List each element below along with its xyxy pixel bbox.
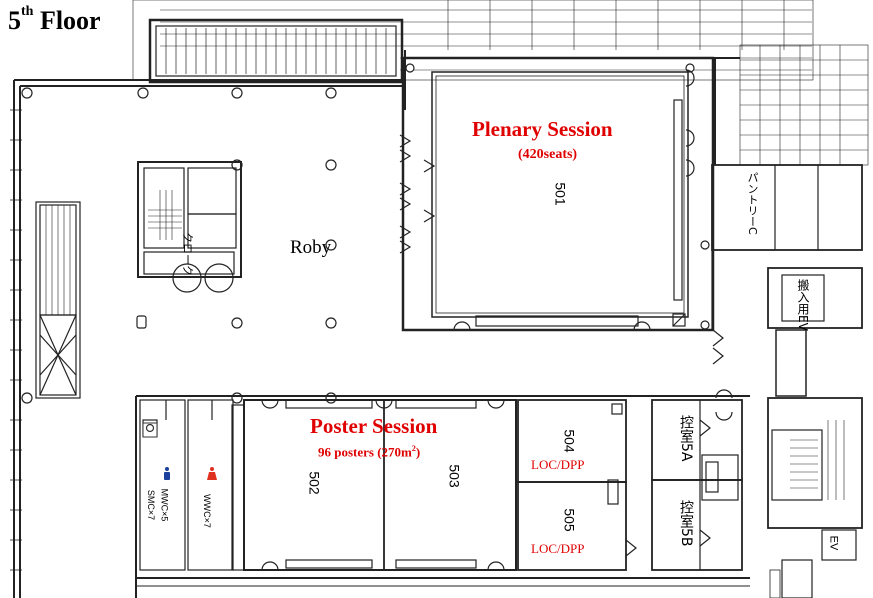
freight-elevator-label: 搬入用EV	[796, 279, 810, 331]
room-505-use: LOC/DPP	[531, 541, 585, 556]
plenary-session-label: Plenary Session	[472, 117, 613, 141]
plenary-hall	[399, 56, 715, 332]
rooms-504-505	[517, 399, 637, 571]
right-stairs	[767, 329, 863, 598]
room-503-label: 503	[446, 464, 463, 488]
room-504-use: LOC/DPP	[531, 457, 585, 472]
bottom-block	[135, 395, 750, 598]
female-wc-label: WWC×7	[201, 494, 212, 528]
control-room-5a-label: 控室5A	[678, 415, 694, 462]
outer-wall	[13, 50, 740, 598]
poster-hall	[243, 399, 517, 571]
room-504-label: 504	[561, 429, 578, 453]
center-core	[137, 161, 242, 293]
accessible-restroom-icon	[142, 422, 158, 438]
restrooms	[139, 399, 245, 571]
male-wc-label: MWC×5	[159, 488, 170, 522]
columns	[21, 63, 710, 404]
bottom-ticks	[769, 569, 781, 598]
wall-ticks	[10, 109, 22, 571]
cloak-label: クローク	[181, 232, 194, 276]
sm-wc-label: SMC×7	[146, 489, 157, 521]
pantry-label: パントリーC	[746, 172, 759, 235]
lobby-label: Roby	[290, 237, 332, 258]
top-staircase	[148, 18, 404, 84]
poster-detail-label: 96 posters (270m2)	[318, 444, 421, 460]
poster-session-label: Poster Session	[310, 414, 438, 438]
room-501-label: 501	[552, 182, 569, 206]
control-room-5b-label: 控室5B	[678, 500, 694, 547]
control-rooms	[651, 389, 743, 571]
service-block	[711, 164, 863, 365]
male-restroom-icon	[164, 467, 170, 480]
plenary-seats-label: (420seats)	[518, 147, 578, 162]
room-502-label: 502	[306, 471, 323, 495]
page-title: 5th Floor	[8, 4, 101, 35]
elevator-label: EV	[827, 535, 840, 551]
room-505-label: 505	[561, 508, 578, 532]
female-restroom-icon	[207, 467, 217, 480]
escalator	[35, 201, 81, 399]
